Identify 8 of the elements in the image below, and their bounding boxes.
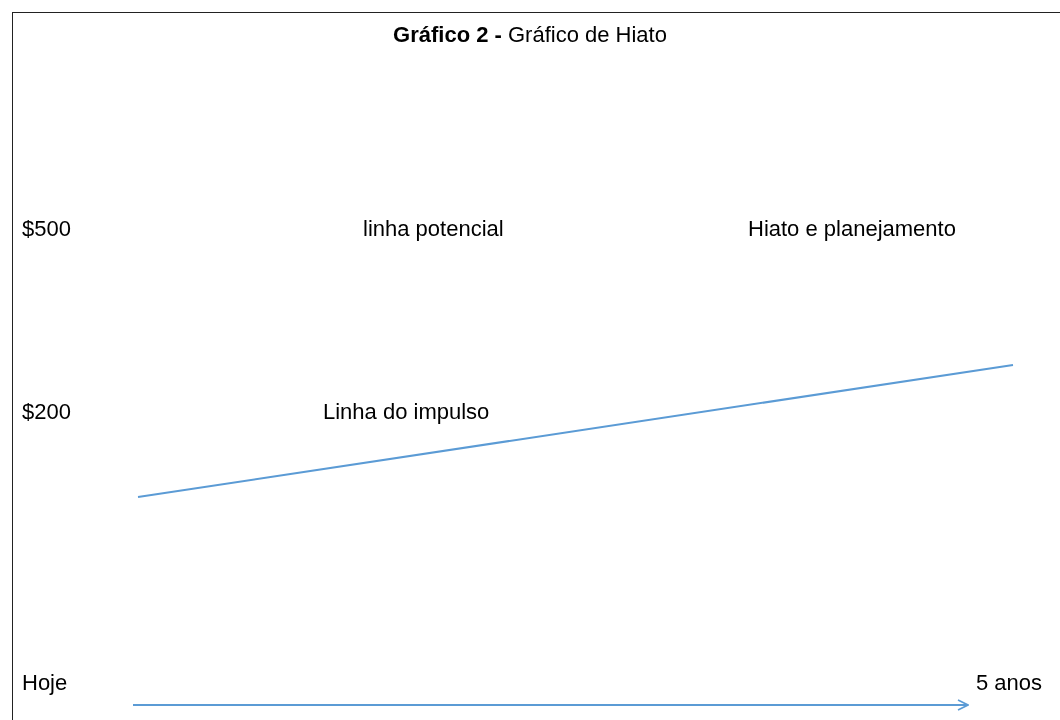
chart-title: Gráfico 2 - Gráfico de Hiato xyxy=(393,22,667,48)
axis-label: 5 anos xyxy=(976,670,1044,696)
axis-value: $200 xyxy=(22,399,71,425)
axis-value: $500 xyxy=(22,216,71,242)
line-label: Linha do impulso xyxy=(323,399,490,425)
axis-label: Hoje xyxy=(22,670,69,696)
line-label: Hiato e planejamento xyxy=(748,216,956,242)
line-label: linha potencial xyxy=(363,216,504,242)
